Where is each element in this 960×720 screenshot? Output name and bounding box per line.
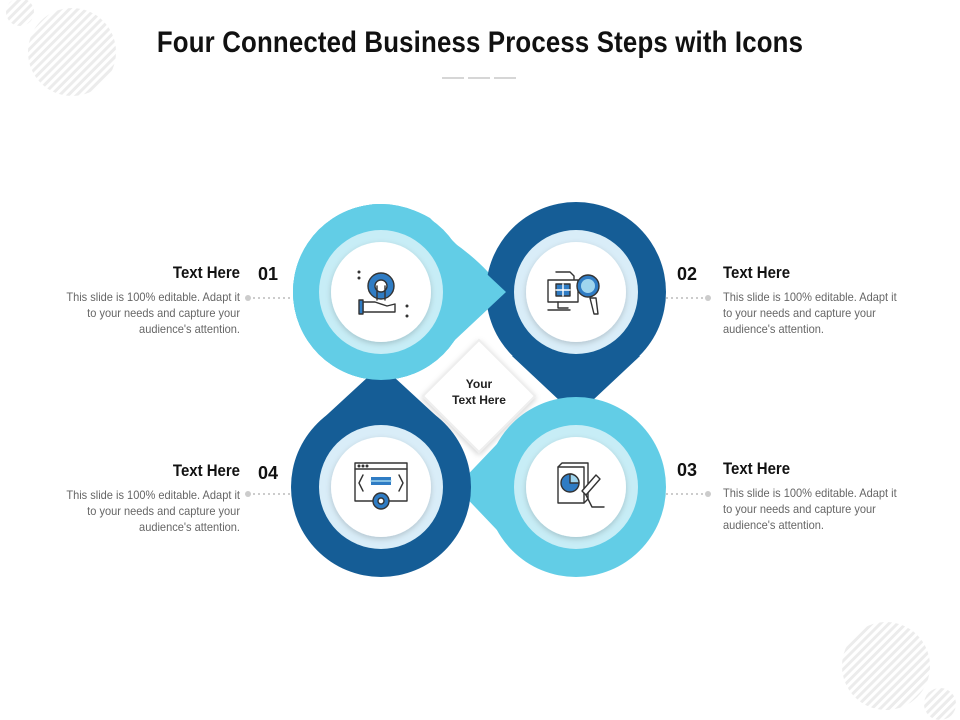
decor-circle-top-left-small [6, 0, 34, 26]
monitor-magnifier-icon [547, 271, 600, 315]
decor-circle-bottom-right [842, 622, 930, 710]
step-02-heading: Text Here [723, 263, 791, 282]
step-02-text: Text Here This slide is 100% editable. A… [723, 263, 919, 337]
step-03-description: This slide is 100% editable. Adapt it to… [723, 486, 897, 532]
pie-chart-document-icon [557, 462, 605, 508]
step-01-heading: Text Here [172, 263, 240, 282]
step-01-text: Text Here This slide is 100% editable. A… [40, 263, 240, 337]
title-underline [442, 77, 518, 79]
step-04-description: This slide is 100% editable. Adapt it to… [66, 488, 240, 534]
decor-circle-top-left [28, 8, 116, 96]
step-04-text: Text Here This slide is 100% editable. A… [40, 461, 240, 535]
step-03-heading: Text Here [723, 459, 791, 478]
center-diamond [421, 338, 537, 454]
decor-circle-bottom-right-small [924, 688, 956, 720]
step-04-number: 04 [258, 463, 279, 483]
slide-title: Four Connected Business Process Steps wi… [156, 26, 804, 59]
center-text: Your Text Here [439, 376, 519, 408]
step-02-description: This slide is 100% editable. Adapt it to… [723, 290, 897, 336]
step-01-number: 01 [258, 264, 279, 284]
step-02-number: 02 [677, 264, 698, 284]
step-01-description: This slide is 100% editable. Adapt it to… [66, 290, 240, 336]
step-03-number: 03 [677, 460, 698, 480]
center-text-content: Your Text Here [452, 377, 506, 407]
step-04-heading: Text Here [172, 461, 240, 480]
step-03-text: Text Here This slide is 100% editable. A… [723, 459, 919, 533]
browser-code-gear-icon [354, 462, 408, 510]
gear-wrench-hand-icon [357, 270, 409, 318]
